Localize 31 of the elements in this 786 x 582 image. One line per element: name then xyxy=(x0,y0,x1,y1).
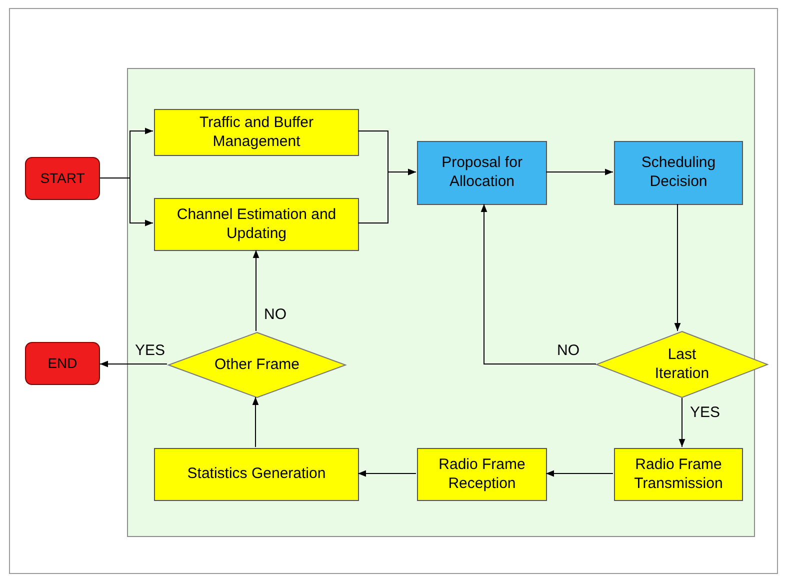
arrow xyxy=(674,204,681,332)
node-label: Radio Frame Reception xyxy=(438,456,526,494)
node-label: START xyxy=(40,170,85,188)
process-box xyxy=(154,109,359,156)
node-label: Radio Frame Transmission xyxy=(633,456,724,494)
arrow xyxy=(358,168,416,224)
terminal-box xyxy=(25,157,100,200)
arrow xyxy=(252,396,259,448)
process-box xyxy=(614,448,743,501)
arrow xyxy=(100,360,168,368)
process-box xyxy=(614,141,743,205)
arrow xyxy=(546,470,614,477)
process-box xyxy=(154,198,359,251)
node-label: Statistics Generation xyxy=(187,465,326,484)
node-label: Channel Estimation and Updating xyxy=(176,206,338,244)
process-box xyxy=(417,448,547,501)
node-label: Traffic and Buffer Management xyxy=(198,114,314,152)
background-panel xyxy=(127,68,755,537)
node-label: Other Frame xyxy=(214,356,300,374)
node-label: Proposal for Allocation xyxy=(440,154,524,192)
terminal-box xyxy=(25,342,100,385)
arrow xyxy=(546,168,614,176)
node-label: END xyxy=(48,354,78,372)
arrow xyxy=(678,398,686,448)
process-box xyxy=(154,448,359,501)
arrow xyxy=(358,470,416,477)
node-label: Scheduling Decision xyxy=(640,154,717,192)
arrow xyxy=(480,204,596,364)
process-box xyxy=(417,141,547,205)
node-label: Last Iteration xyxy=(654,346,710,384)
arrow xyxy=(252,250,260,332)
